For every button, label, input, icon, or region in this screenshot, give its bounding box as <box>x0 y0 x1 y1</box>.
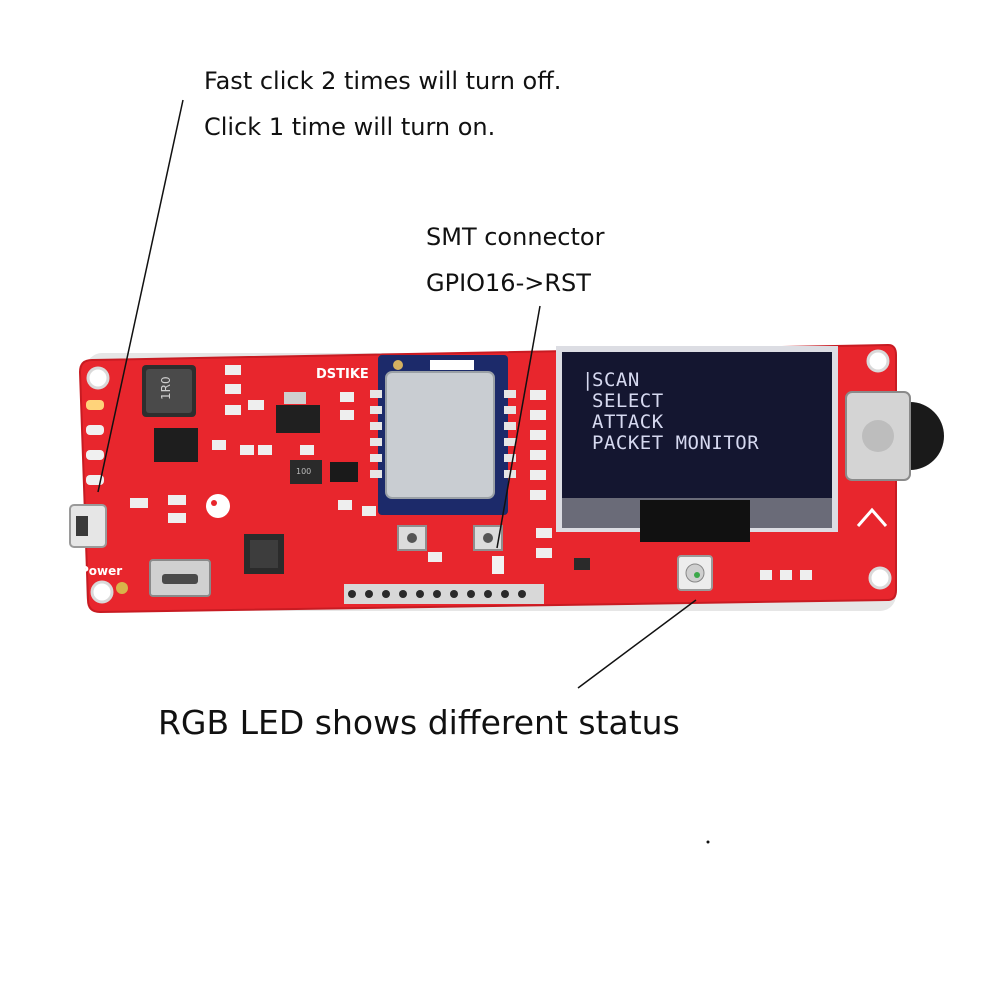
side-led-3 <box>86 450 104 460</box>
smd-passives-left <box>130 365 376 523</box>
smt-connector-pad <box>492 556 504 574</box>
power-button-annotation: Fast click 2 times will turn off. Click … <box>204 58 561 150</box>
side-led-1 <box>86 400 104 410</box>
rgb-led-die <box>694 572 700 578</box>
header-pin-holes <box>348 590 526 598</box>
antenna-component <box>430 360 474 370</box>
mount-hole-bottom-left <box>90 580 114 604</box>
oled-menu-item-3[interactable]: ATTACK <box>592 411 664 433</box>
rgb-leader-line <box>577 599 697 689</box>
micro-usb-slot <box>162 574 198 584</box>
oled-cursor: | <box>582 369 594 391</box>
power-button-knob <box>76 516 88 536</box>
mount-hole-top-left <box>86 366 110 390</box>
smt-connector-annotation: SMT connector GPIO16->RST <box>426 214 604 306</box>
esp-module-shield <box>385 371 495 499</box>
antenna-connector <box>393 360 403 370</box>
smt-note-line-1: SMT connector <box>426 223 605 251</box>
charger-ic <box>154 428 198 462</box>
oled-screen <box>562 352 832 498</box>
side-led-2 <box>86 425 104 435</box>
inductor-top <box>146 369 192 413</box>
inductor-label: 1R0 <box>159 376 173 400</box>
brand-silk-label: DSTIKE <box>316 367 369 382</box>
oled-ribbon-cable <box>640 500 750 542</box>
oled-menu-item-4[interactable]: PACKET MONITOR <box>592 432 759 454</box>
header-strip <box>344 584 544 604</box>
reset-button-cap <box>483 533 493 543</box>
capacitor-label: 100 <box>296 467 311 476</box>
oled-menu-item-1[interactable]: SCAN <box>592 369 640 391</box>
usb-serial-chip-die <box>250 540 278 568</box>
mount-hole-bottom-right <box>868 566 892 590</box>
thumb-wheel-hub <box>862 420 894 452</box>
power-silk-label: Power <box>80 564 122 578</box>
smt-note-line-2: GPIO16->RST <box>426 269 591 297</box>
oled-menu-item-2[interactable]: SELECT <box>592 390 664 412</box>
smt-leader-line <box>496 305 541 549</box>
regulator-ic <box>276 405 320 433</box>
power-leader-line <box>97 99 184 493</box>
tantalum-capacitor <box>290 460 322 484</box>
brand-logo-icon <box>206 494 230 518</box>
power-note-line-1: Fast click 2 times will turn off. <box>204 67 562 95</box>
power-note-line-2: Click 1 time will turn on. <box>204 113 496 141</box>
smd-passives-right <box>428 390 812 580</box>
brand-logo-dot <box>211 500 217 506</box>
transistor <box>330 462 358 482</box>
stray-dot <box>706 840 710 844</box>
power-pad <box>116 582 128 594</box>
rgb-led-annotation: RGB LED shows different status <box>158 703 680 742</box>
arrow-up-icon <box>856 507 888 527</box>
flash-button-cap <box>407 533 417 543</box>
regulator-tab <box>284 392 306 404</box>
mount-hole-top-right <box>866 349 890 373</box>
